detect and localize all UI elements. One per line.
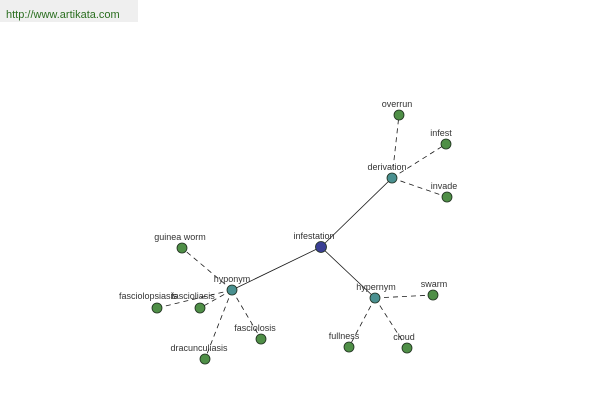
edge-infestation-derivation (320, 177, 393, 248)
node-fasciolosis[interactable] (255, 333, 267, 345)
edge-infestation-hyponym (231, 246, 322, 291)
node-label-cloud: cloud (393, 332, 415, 342)
node-fascioliasis[interactable] (194, 302, 206, 314)
node-fullness[interactable] (343, 341, 355, 353)
node-label-dracunculiasis: dracunculiasis (170, 343, 228, 353)
node-hyponym[interactable] (226, 284, 238, 296)
node-guinea-worm[interactable] (176, 242, 188, 254)
edge-hypernym-cloud (374, 297, 408, 349)
edge-hyponym-guinea-worm (181, 247, 233, 291)
node-label-hypernym: hypernym (356, 282, 396, 292)
nodes-layer (151, 109, 453, 365)
node-label-fasciolopsiasis: fasciolopsiasis (119, 291, 178, 301)
labels-layer: infestation derivation hyponym hypernym over… (119, 99, 457, 353)
node-swarm[interactable] (427, 289, 439, 301)
node-fasciolopsiasis[interactable] (151, 302, 163, 314)
edges-layer (156, 114, 448, 360)
edge-hyponym-dracunculiasis (204, 289, 233, 360)
node-infest[interactable] (440, 138, 452, 150)
edge-infestation-hypernym (320, 246, 376, 299)
node-hypernym[interactable] (369, 292, 381, 304)
edge-derivation-overrun (391, 114, 400, 179)
node-invade[interactable] (441, 191, 453, 203)
node-label-infestation: infestation (293, 231, 334, 241)
node-label-swarm: swarm (421, 279, 448, 289)
edge-hypernym-fullness (348, 297, 376, 348)
edge-hypernym-swarm (374, 294, 434, 299)
node-label-fullness: fullness (329, 331, 360, 341)
node-label-fascioliasis: fascioliasis (171, 291, 215, 301)
edge-hyponym-fascioliasis (199, 289, 233, 309)
node-label-overrun: overrun (382, 99, 413, 109)
node-label-invade: invade (431, 181, 458, 191)
node-dracunculiasis[interactable] (199, 353, 211, 365)
node-cloud[interactable] (401, 342, 413, 354)
node-infestation[interactable] (315, 241, 327, 253)
node-label-fasciolosis: fasciolosis (234, 323, 276, 333)
node-label-hyponym: hyponym (214, 274, 251, 284)
node-label-infest: infest (430, 128, 452, 138)
edge-derivation-infest (391, 143, 447, 179)
edge-hyponym-fasciolopsiasis (156, 289, 233, 309)
edge-derivation-invade (391, 177, 448, 198)
node-label-derivation: derivation (367, 162, 406, 172)
node-derivation[interactable] (386, 172, 398, 184)
node-overrun[interactable] (393, 109, 405, 121)
url-bar: http://www.artikata.com (0, 0, 138, 22)
site-url-link[interactable]: http://www.artikata.com (6, 9, 120, 21)
edge-hyponym-fasciolosis (231, 289, 262, 340)
node-label-guinea-worm: guinea worm (154, 232, 206, 242)
